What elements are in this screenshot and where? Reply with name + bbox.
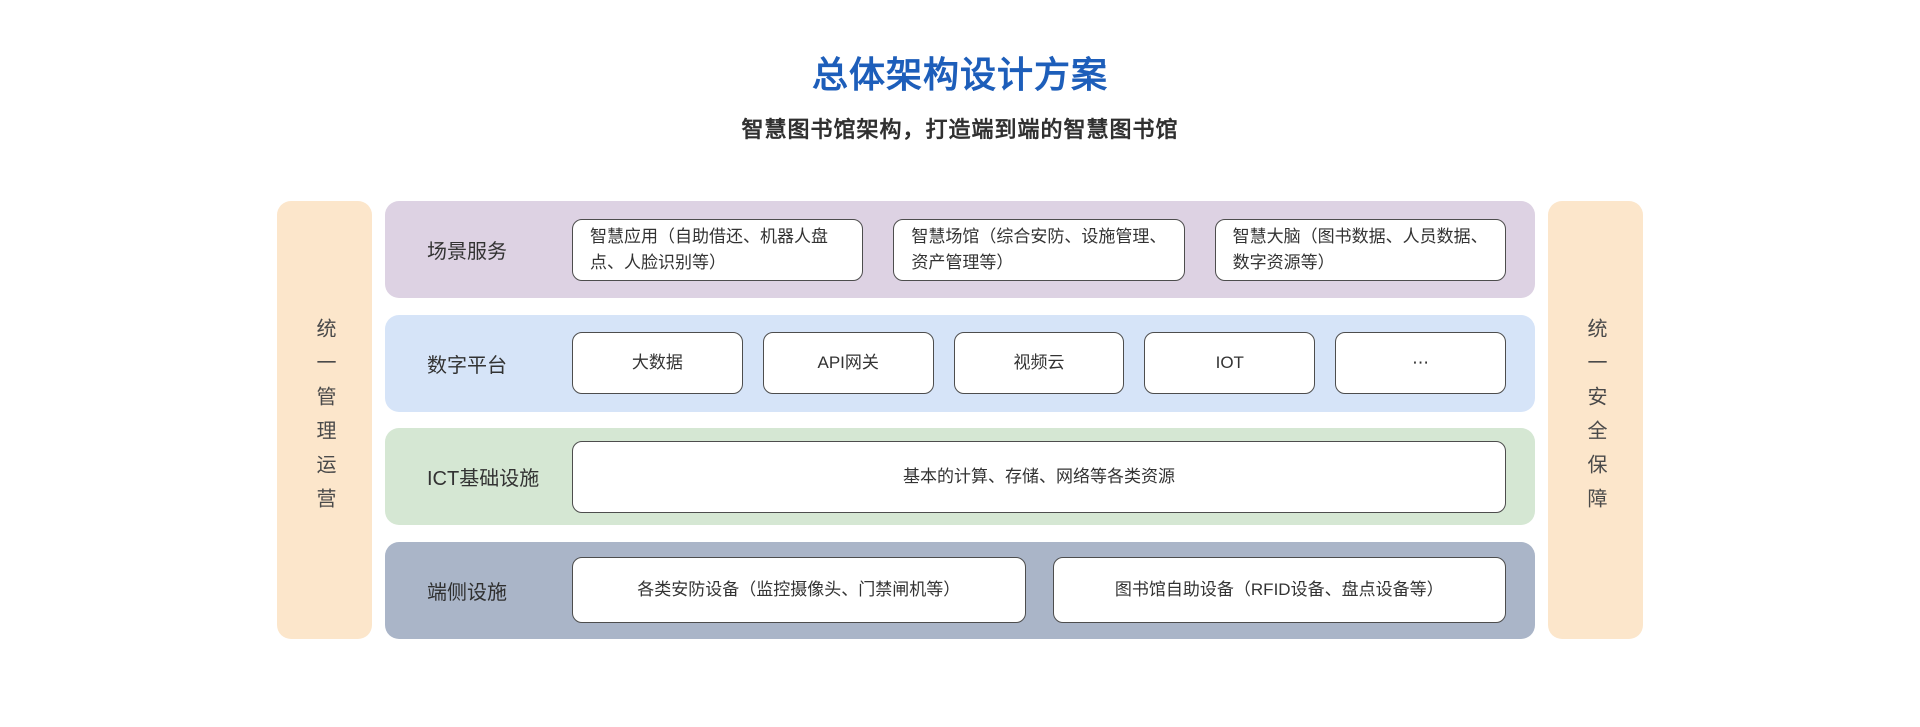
box-security-devices: 各类安防设备（监控摄像头、门禁闸机等） <box>572 557 1026 624</box>
layer-stack: 场景服务 智慧应用（自助借还、机器人盘点、人脸识别等） 智慧场馆（综合安防、设施… <box>385 201 1535 639</box>
right-pillar-unified-security: 统一安全保障 <box>1548 201 1643 639</box>
right-pillar-label: 统一安全保障 <box>1584 318 1606 522</box>
layer-ict-label: ICT基础设施 <box>427 468 540 491</box>
left-pillar-unified-management: 统一管理运营 <box>277 201 372 639</box>
box-library-self-service-devices: 图书馆自助设备（RFID设备、盘点设备等） <box>1052 557 1506 624</box>
box-basic-resources: 基本的计算、存储、网络等各类资源 <box>572 440 1506 513</box>
layer-ict-infrastructure: ICT基础设施 基本的计算、存储、网络等各类资源 <box>385 428 1535 526</box>
platform-boxes: 大数据 API网关 视频云 IOT ⋯ <box>572 315 1506 412</box>
layer-edge-devices: 端侧设施 各类安防设备（监控摄像头、门禁闸机等） 图书馆自助设备（RFID设备、… <box>385 541 1535 639</box>
box-iot: IOT <box>1144 332 1316 395</box>
box-video-cloud: 视频云 <box>953 332 1125 395</box>
device-boxes: 各类安防设备（监控摄像头、门禁闸机等） 图书馆自助设备（RFID设备、盘点设备等… <box>572 542 1506 639</box>
page-title: 总体架构设计方案 <box>811 54 1108 95</box>
layer-scene-services: 场景服务 智慧应用（自助借还、机器人盘点、人脸识别等） 智慧场馆（综合安防、设施… <box>385 201 1535 298</box>
box-smart-brain: 智慧大脑（图书数据、人员数据、数字资源等） <box>1214 218 1506 281</box>
layer-device-label: 端侧设施 <box>427 581 507 604</box>
box-smart-venue: 智慧场馆（综合安防、设施管理、资产管理等） <box>893 218 1185 281</box>
page-subtitle: 智慧图书馆架构，打造端到端的智慧图书馆 <box>741 117 1179 142</box>
left-pillar-label: 统一管理运营 <box>313 318 335 522</box>
box-ellipsis: ⋯ <box>1335 332 1506 395</box>
layer-platform-label: 数字平台 <box>427 354 507 377</box>
box-api-gateway: API网关 <box>762 332 934 395</box>
layer-scene-label: 场景服务 <box>427 241 507 263</box>
scene-boxes: 智慧应用（自助借还、机器人盘点、人脸识别等） 智慧场馆（综合安防、设施管理、资产… <box>572 201 1506 298</box>
box-smart-application: 智慧应用（自助借还、机器人盘点、人脸识别等） <box>572 218 864 281</box>
layer-digital-platform: 数字平台 大数据 API网关 视频云 IOT ⋯ <box>385 314 1535 412</box>
box-big-data: 大数据 <box>572 332 743 395</box>
architecture-diagram: 统一管理运营 场景服务 智慧应用（自助借还、机器人盘点、人脸识别等） 智慧场馆（… <box>277 201 1643 639</box>
ict-boxes: 基本的计算、存储、网络等各类资源 <box>572 428 1506 525</box>
